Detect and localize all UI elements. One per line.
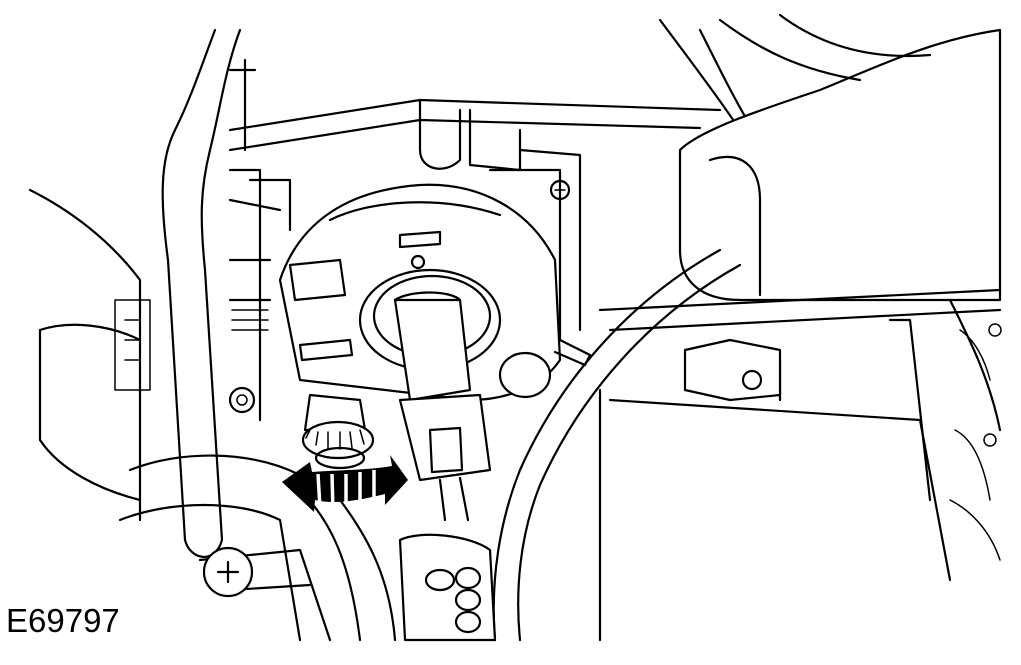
adjuster-screw xyxy=(301,393,375,470)
bulb-connector xyxy=(358,268,592,522)
reflector-backplate xyxy=(228,98,582,422)
lower-assembly xyxy=(118,454,497,642)
right-edge-details xyxy=(949,323,1002,561)
right-duct-housing xyxy=(678,13,1002,302)
right-lower-frame xyxy=(598,288,1002,642)
left-housing xyxy=(28,188,151,522)
mounting-screw xyxy=(202,546,254,598)
figure-id-label: E69797 xyxy=(6,602,124,640)
curved-rod xyxy=(492,248,742,642)
vertical-support-bracket xyxy=(161,28,242,558)
curved-double-arrow-icon xyxy=(282,455,408,514)
upper-frame xyxy=(228,18,752,152)
